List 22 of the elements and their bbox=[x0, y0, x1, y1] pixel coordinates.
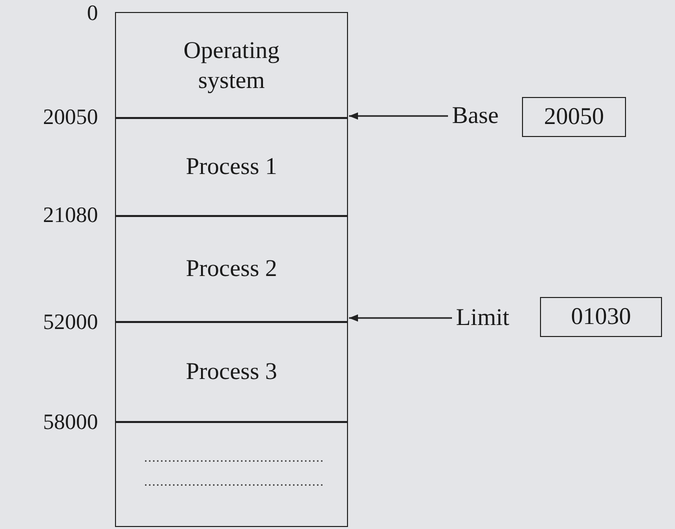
register-label: Base bbox=[452, 102, 499, 130]
register-value-box bbox=[522, 97, 626, 137]
region-label: Process 1 bbox=[186, 153, 278, 182]
region-label: Process 2 bbox=[186, 255, 278, 284]
address-label: 52000 bbox=[42, 309, 98, 335]
region-label: Operating system bbox=[182, 36, 280, 96]
arrow bbox=[349, 112, 448, 120]
address-label: 0 bbox=[86, 0, 98, 26]
register-label: Limit bbox=[456, 304, 510, 332]
register-value-box bbox=[540, 297, 662, 337]
arrow bbox=[349, 314, 452, 322]
register-value: 01030 bbox=[571, 303, 631, 332]
memory-region bbox=[115, 117, 348, 217]
memory-region bbox=[115, 421, 348, 527]
memory-region bbox=[115, 12, 348, 119]
register-value: 20050 bbox=[544, 103, 604, 132]
address-label: 21080 bbox=[42, 202, 98, 228]
memory-region bbox=[115, 321, 348, 423]
address-label: 58000 bbox=[42, 409, 98, 435]
region-label: Process 3 bbox=[186, 358, 278, 387]
memory-region bbox=[115, 215, 348, 323]
address-label: 20050 bbox=[42, 104, 98, 130]
